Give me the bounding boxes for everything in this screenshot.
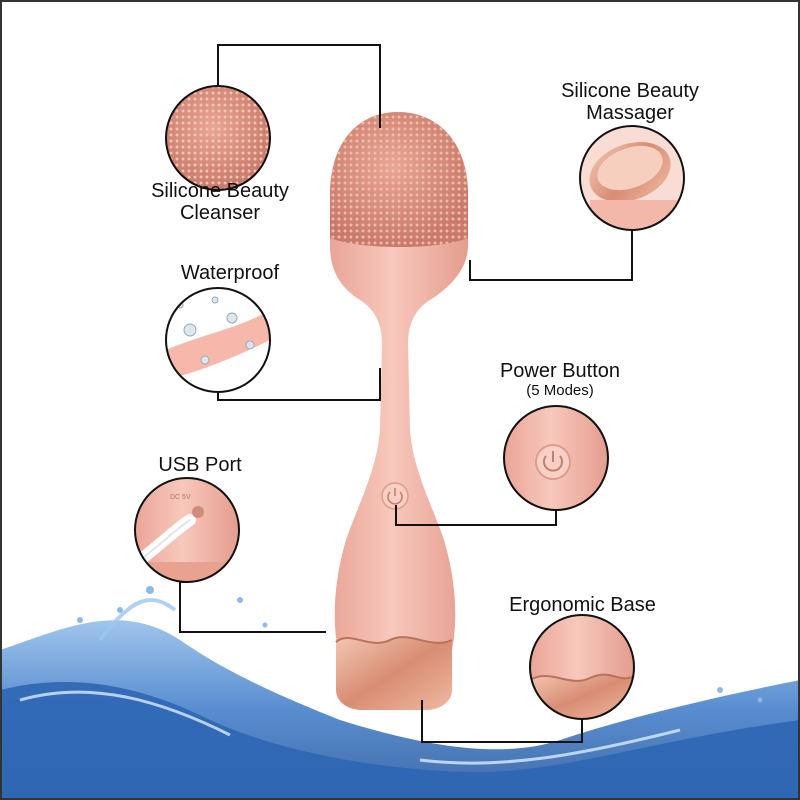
usb-port-marking: DC 5V: [170, 494, 191, 501]
waterproof-callout-line: [217, 368, 381, 401]
cleanser-label-line1: Silicone Beauty: [151, 180, 289, 202]
ergonomic-base-label: Ergonomic Base: [509, 594, 656, 616]
power-callout-line: [395, 505, 557, 526]
power-closeup-icon: [543, 455, 563, 472]
massager-closeup: [579, 125, 685, 231]
waterproof-label: Waterproof: [180, 262, 280, 284]
cleanser-label: Silicone Beauty Cleanser: [130, 180, 310, 224]
power-button-label: Power Button (5 Modes): [480, 360, 640, 399]
power-symbol-icon: [387, 491, 403, 505]
water-splash: [0, 586, 800, 800]
massager-label: Silicone Beauty Massager: [540, 80, 720, 124]
massager-callout-line: [469, 230, 633, 281]
usb-port-label: USB Port: [158, 454, 242, 476]
massager-label-line1: Silicone Beauty: [561, 80, 699, 102]
base-callout-line: [421, 700, 583, 743]
cleanser-callout-line: [217, 44, 381, 128]
power-button-closeup: [503, 405, 609, 511]
waterproof-closeup: [165, 287, 271, 393]
ergonomic-base-closeup: [529, 614, 635, 720]
power-button-label-modes: (5 Modes): [526, 382, 594, 399]
cleanser-label-line2: Cleanser: [179, 202, 261, 224]
massager-label-line2: Massager: [586, 102, 674, 124]
device-base: [336, 637, 452, 710]
power-button-label-title: Power Button: [499, 360, 621, 382]
cleanser-closeup: [165, 85, 271, 191]
usb-callout-line: [179, 581, 326, 633]
cleansing-device: [330, 112, 468, 710]
usb-port-closeup: [134, 477, 240, 583]
